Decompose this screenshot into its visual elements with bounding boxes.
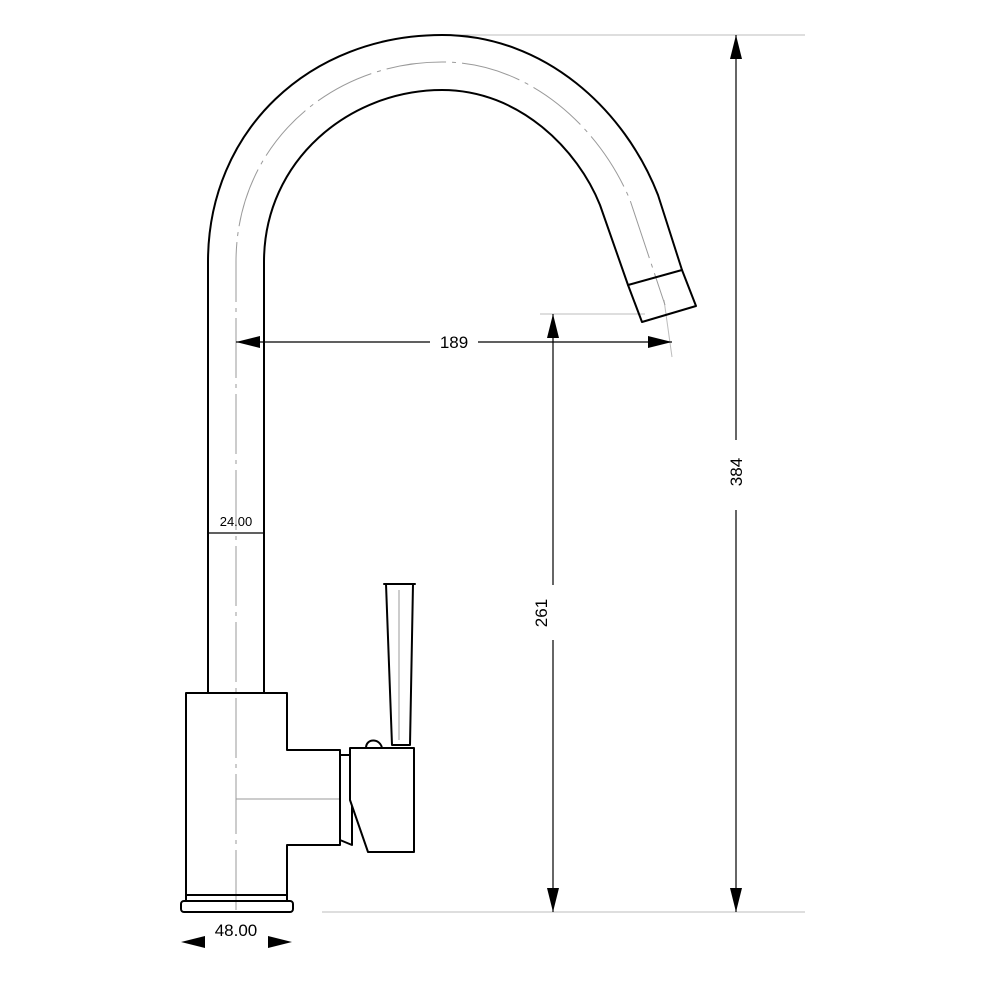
reach-dimension — [236, 336, 672, 348]
spout-height-dimension — [547, 314, 559, 912]
base-plate — [180, 894, 294, 913]
handle-lever — [383, 583, 416, 746]
base-width-label: 48.00 — [215, 921, 258, 940]
total-height-label: 384 — [727, 458, 746, 486]
base-width-dimension — [181, 936, 292, 948]
reach-dimension-label: 189 — [440, 333, 468, 352]
spout-height-label: 261 — [532, 599, 551, 627]
reach-extension-line — [663, 299, 673, 358]
aerator-tip — [627, 269, 697, 323]
pipe-diameter-label: 24.00 — [220, 514, 253, 529]
lever-housing — [339, 739, 415, 853]
spout-pipe — [207, 34, 683, 910]
total-height-dimension — [730, 35, 742, 912]
